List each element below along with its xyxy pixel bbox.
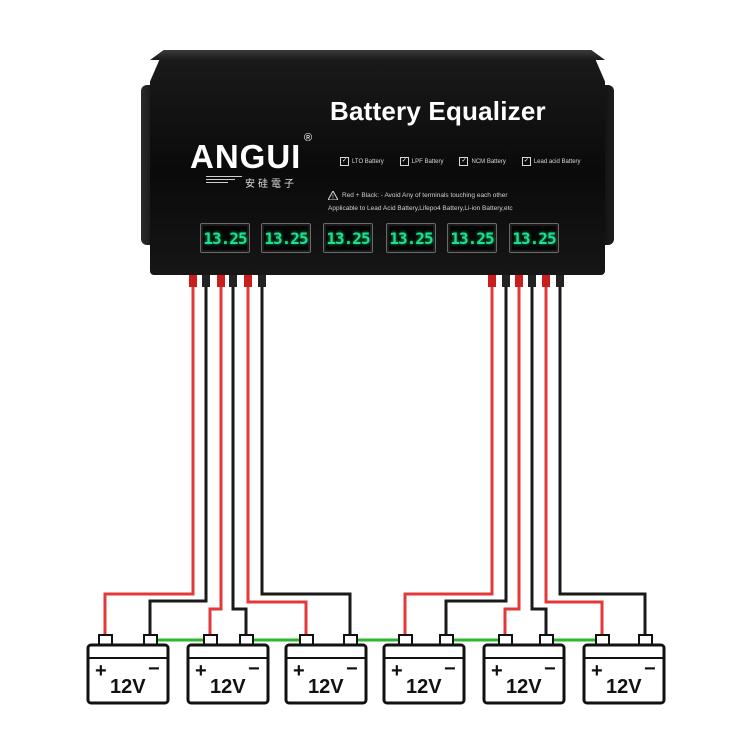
warning-triangle-icon: !	[328, 191, 338, 200]
voltage-display-1: 13.25	[200, 223, 250, 253]
battery-type-item: ✓ Lead acid Battery	[521, 157, 581, 166]
wire-positive-b2	[208, 285, 223, 640]
wire-positive-b5	[503, 285, 521, 640]
battery-type-item: ✓ LTO Battery	[340, 157, 384, 166]
applicable-text: Applicable to Lead Acid Battery,Lifepo4 …	[328, 205, 513, 212]
battery-type-list: ✓ LTO Battery ✓ LPF Battery ✓ NCM Batter…	[340, 157, 581, 166]
brand-subtitle: 安硅電子	[245, 179, 297, 190]
battery-voltage-label: 12V	[110, 676, 146, 698]
battery-terminal-plus: +	[195, 660, 207, 682]
svg-text:!: !	[332, 195, 334, 200]
battery-type-label: LTO Battery	[352, 158, 384, 165]
battery-type-label: Lead acid Battery	[533, 158, 581, 165]
right-wire-group	[403, 285, 647, 640]
voltage-display-3: 13.25	[323, 223, 373, 253]
wire-positive-b4	[403, 285, 494, 640]
wire-positive-b3	[246, 285, 308, 640]
battery-6	[582, 634, 666, 705]
warning-notice: ! Red + Black: - Avoid Any of terminals …	[328, 191, 508, 200]
wire-negative-b2	[231, 285, 248, 640]
left-wire-group	[103, 285, 352, 640]
connector-plugs	[189, 273, 564, 287]
wire-negative-b6	[558, 285, 647, 640]
battery-terminal-minus: −	[148, 658, 160, 680]
wire-negative-b3	[260, 285, 352, 640]
checkbox-checked-icon: ✓	[340, 157, 349, 166]
battery-voltage-label: 12V	[308, 676, 344, 698]
voltage-display-2: 13.25	[261, 223, 311, 253]
checkbox-checked-icon: ✓	[521, 157, 531, 166]
product-title: Battery Equalizer	[330, 96, 546, 126]
battery-type-label: NCM Battery	[471, 158, 506, 165]
battery-voltage-label: 12V	[210, 676, 246, 698]
battery-voltage-label: 12V	[606, 676, 642, 698]
wire-positive-b6	[544, 285, 604, 640]
brand-logo: ANGUI	[190, 138, 302, 175]
battery-terminal-plus: +	[391, 660, 403, 682]
battery-4	[382, 634, 466, 705]
voltage-display-6: 13.25	[509, 223, 559, 253]
battery-3	[284, 634, 368, 705]
battery-type-item: ✓ LPF Battery	[399, 157, 444, 166]
device-top-bevel	[150, 50, 605, 60]
battery-terminal-minus: −	[346, 658, 358, 680]
checkbox-checked-icon: ✓	[459, 157, 469, 166]
battery-voltage-label: 12V	[506, 676, 542, 698]
battery-voltage-label: 12V	[406, 676, 442, 698]
battery-terminal-plus: +	[95, 660, 107, 682]
wire-negative-b4	[444, 285, 508, 640]
speed-lines-icon	[206, 176, 242, 186]
wire-positive-b1	[103, 285, 195, 640]
wire-negative-b5	[530, 285, 548, 640]
checkbox-checked-icon: ✓	[399, 157, 409, 166]
wire-negative-b1	[148, 285, 208, 640]
battery-terminal-minus: −	[544, 658, 556, 680]
battery-terminal-plus: +	[591, 660, 603, 682]
battery-2	[186, 634, 270, 705]
battery-5	[482, 634, 566, 705]
battery-terminal-minus: −	[644, 658, 656, 680]
battery-terminal-minus: −	[444, 658, 456, 680]
battery-1	[86, 634, 170, 705]
voltage-display-5: 13.25	[447, 223, 497, 253]
battery-terminal-plus: +	[293, 660, 305, 682]
registered-mark: ®	[304, 132, 313, 144]
warning-text: Red + Black: - Avoid Any of terminals to…	[342, 192, 508, 199]
voltage-display-4: 13.25	[386, 223, 436, 253]
battery-type-item: ✓ NCM Battery	[459, 157, 506, 166]
battery-type-label: LPF Battery	[411, 158, 444, 165]
battery-terminal-minus: −	[248, 658, 260, 680]
battery-terminal-plus: +	[491, 660, 503, 682]
